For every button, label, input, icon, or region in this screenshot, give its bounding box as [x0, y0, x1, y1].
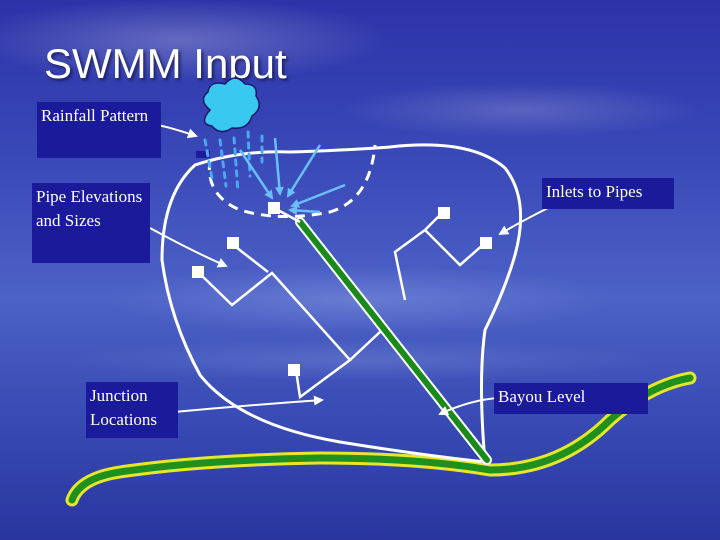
pipe-arrow: [149, 227, 228, 268]
main-pipe: [295, 217, 492, 465]
rain-cloud-icon: [202, 77, 260, 133]
rainfall-pattern-label: Rainfall Pattern: [37, 102, 161, 158]
branch-pipes: [197, 206, 486, 400]
junction-locations-label: Junction Locations: [86, 382, 178, 438]
junction-markers: [192, 202, 492, 376]
bayou-river: [65, 371, 697, 507]
junction-node: [268, 202, 280, 214]
inlets-arrow: [498, 207, 549, 236]
rain-gauge-marker: [196, 151, 210, 158]
junction-node: [192, 266, 204, 278]
pipe-elevations-label: Pipe Elevations and Sizes: [32, 183, 150, 263]
bayou-arrow: [438, 397, 499, 416]
junction-arrow: [173, 395, 324, 413]
slide-title: SWMM Input: [44, 40, 287, 87]
junction-node: [288, 364, 300, 376]
watershed-boundary: [160, 143, 523, 464]
junction-node: [480, 237, 492, 249]
rain-drops: [203, 130, 264, 194]
inlets-to-pipes-label: Inlets to Pipes: [542, 178, 674, 209]
junction-node: [227, 237, 239, 249]
subcatchment-boundary: [207, 144, 377, 218]
junction-node: [438, 207, 450, 219]
bayou-level-label: Bayou Level: [494, 383, 648, 414]
runoff-arrows: [238, 137, 346, 215]
